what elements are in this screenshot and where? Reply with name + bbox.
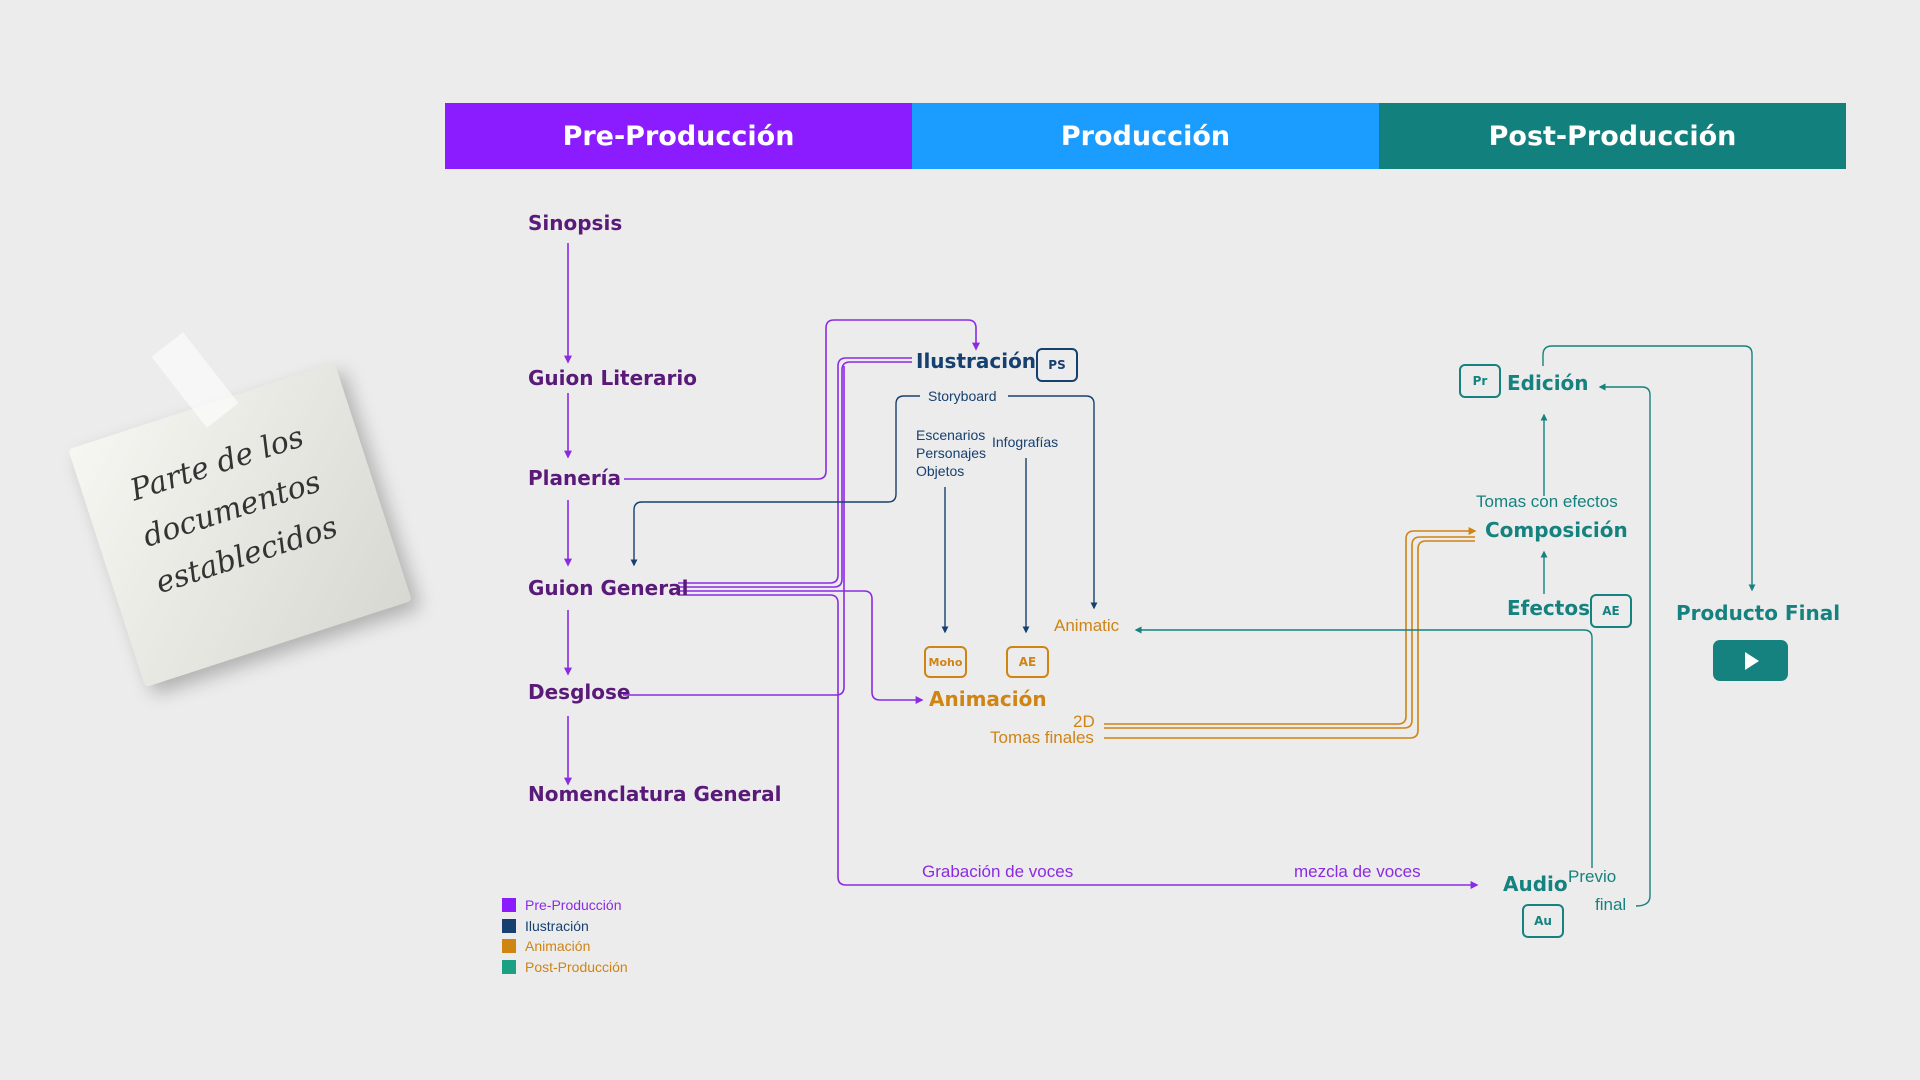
legend-label: Post-Producción <box>525 958 628 975</box>
line-desglose-join <box>623 366 845 696</box>
phase-pre-produccion: Pre-Producción <box>445 103 912 169</box>
label-grabacion-voces: Grabación de voces <box>922 862 1074 881</box>
label-animatic: Animatic <box>1054 616 1120 635</box>
line-guion-ilustracion-a <box>678 357 912 584</box>
node-guion-literario: Guion Literario <box>528 366 697 390</box>
label-previo: Previo <box>1568 867 1617 886</box>
label-mezcla-voces: mezcla de voces <box>1294 862 1421 881</box>
line-2d-composicion <box>1104 527 1477 725</box>
node-producto-final: Producto Final <box>1676 601 1841 625</box>
line-guion-audio <box>678 594 1479 889</box>
label-2d: 2D <box>1073 712 1095 731</box>
legend-item-post-produccion: Post-Producción <box>502 957 628 978</box>
legend-item-animacion: Animación <box>502 936 628 957</box>
line-planeria-ilustracion <box>624 319 980 480</box>
node-desglose: Desglose <box>528 680 631 704</box>
line-guion-animacion <box>678 590 924 704</box>
node-animacion: Animación <box>929 687 1047 711</box>
line-audio-animatic <box>1134 626 1593 868</box>
line-tomasfinales-composicion <box>1104 540 1475 739</box>
after-effects-post-badge-icon: AE <box>1590 594 1632 628</box>
phase-produccion: Producción <box>912 103 1379 169</box>
legend-swatch <box>502 898 516 913</box>
moho-badge-icon: Moho <box>924 646 967 678</box>
line-guion-ilustracion-b <box>678 361 912 588</box>
label-storyboard: Storyboard <box>928 388 997 404</box>
label-tomas-finales: Tomas finales <box>990 728 1094 747</box>
label-tomas-con-efectos: Tomas con efectos <box>1476 492 1618 511</box>
after-effects-badge-icon: AE <box>1006 646 1049 678</box>
label-personajes: Personajes <box>916 445 987 461</box>
audition-badge-icon: Au <box>1522 904 1564 938</box>
legend-item-pre-produccion: Pre-Producción <box>502 895 628 916</box>
node-audio: Audio <box>1503 872 1568 896</box>
line-audio-edicion <box>1598 383 1651 907</box>
line-edicion-producto <box>1542 345 1756 592</box>
node-planeria: Planería <box>528 466 622 490</box>
node-nomenclatura-general: Nomenclatura General <box>528 782 782 806</box>
photoshop-badge-icon: PS <box>1036 348 1078 382</box>
legend-label: Animación <box>525 938 591 955</box>
play-button[interactable] <box>1713 640 1788 681</box>
node-composicion: Composición <box>1485 518 1628 542</box>
node-sinopsis: Sinopsis <box>528 211 623 235</box>
label-escenarios: Escenarios <box>916 427 986 443</box>
legend-swatch <box>502 939 516 954</box>
legend-label: Ilustración <box>525 917 589 934</box>
line-2d-composicion-b <box>1104 536 1475 729</box>
node-edicion: Edición <box>1507 371 1589 395</box>
node-ilustracion: Ilustración <box>916 349 1037 373</box>
line-storyboard-left <box>630 395 920 567</box>
line-storyboard-right <box>1008 395 1098 610</box>
legend-swatch <box>502 918 516 933</box>
node-efectos: Efectos <box>1507 596 1590 620</box>
play-icon <box>1744 651 1759 670</box>
legend-item-ilustracion: Ilustración <box>502 916 628 937</box>
node-guion-general: Guion General <box>528 576 689 600</box>
legend-label: Pre-Producción <box>525 897 622 914</box>
legend: Pre-Producción Ilustración Animación Pos… <box>502 895 628 977</box>
sticky-note: Parte de los documentos establecidos <box>68 332 420 688</box>
premiere-badge-icon: Pr <box>1459 364 1501 398</box>
phase-post-produccion: Post-Producción <box>1379 103 1846 169</box>
label-final: final <box>1595 895 1627 914</box>
label-objetos: Objetos <box>916 463 965 479</box>
label-infografias: Infografías <box>992 434 1059 450</box>
legend-swatch <box>502 959 516 974</box>
